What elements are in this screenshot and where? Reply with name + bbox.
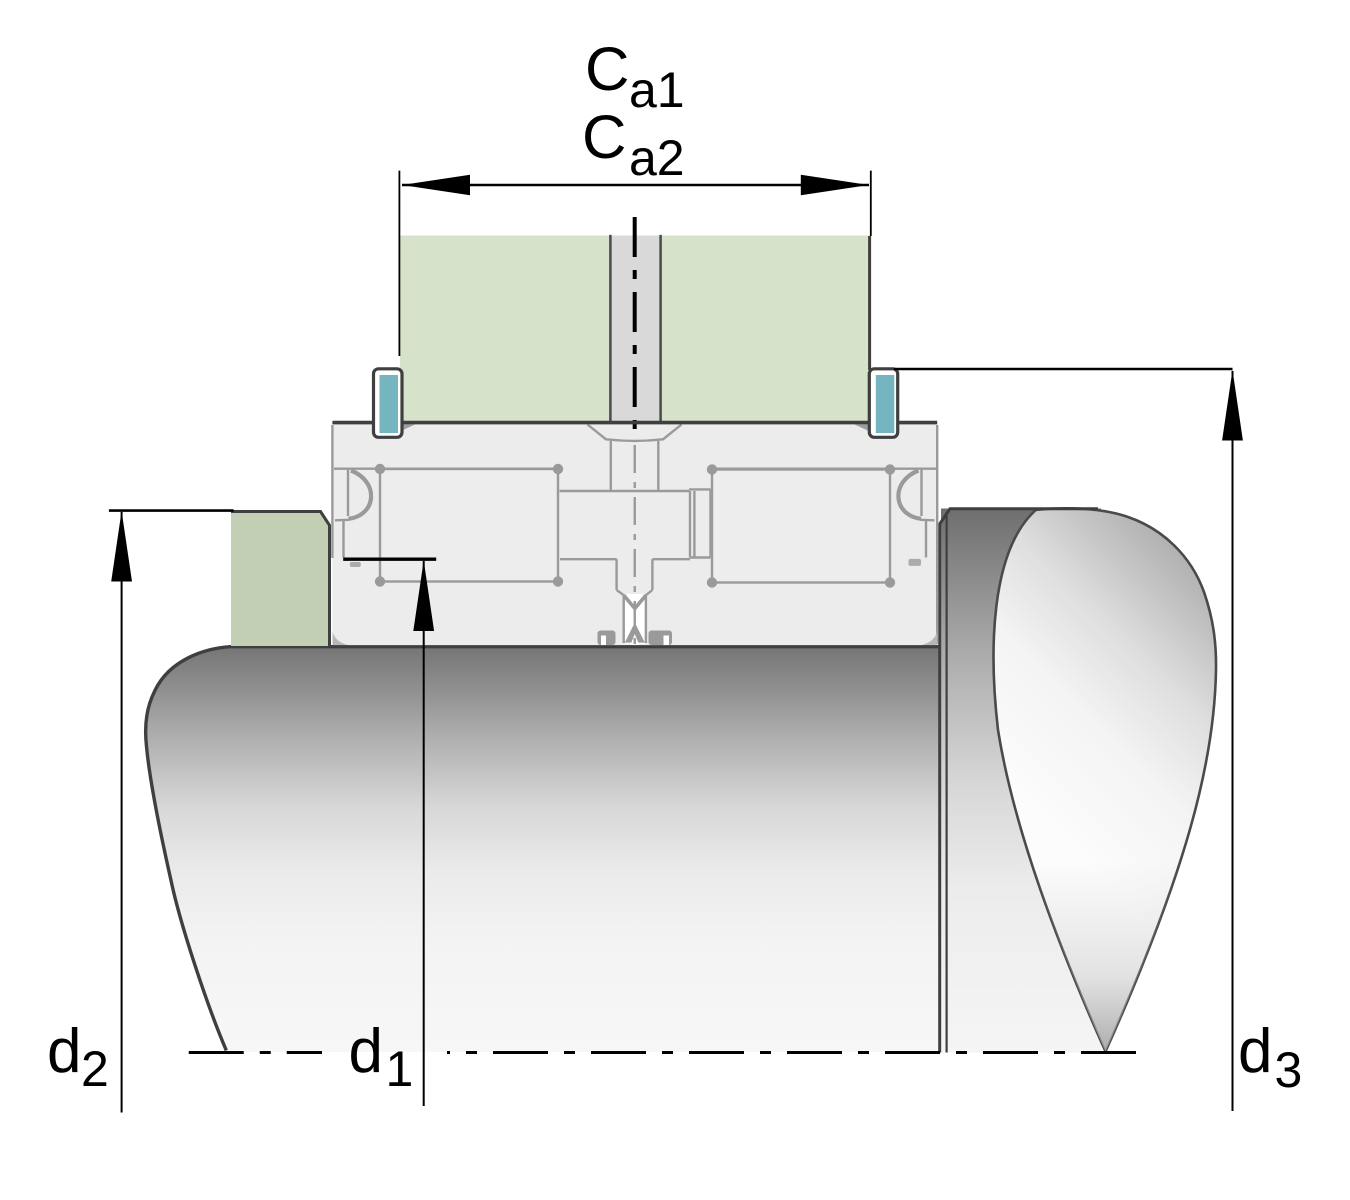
- svg-text:a1: a1: [629, 62, 685, 118]
- svg-text:d: d: [349, 1017, 383, 1086]
- svg-text:C: C: [585, 35, 629, 104]
- svg-text:C: C: [582, 103, 626, 172]
- svg-text:a2: a2: [629, 130, 685, 186]
- svg-text:2: 2: [81, 1041, 109, 1097]
- svg-text:d: d: [1238, 1017, 1272, 1086]
- svg-text:d: d: [47, 1017, 81, 1086]
- svg-text:3: 3: [1275, 1042, 1303, 1098]
- svg-text:1: 1: [386, 1041, 414, 1097]
